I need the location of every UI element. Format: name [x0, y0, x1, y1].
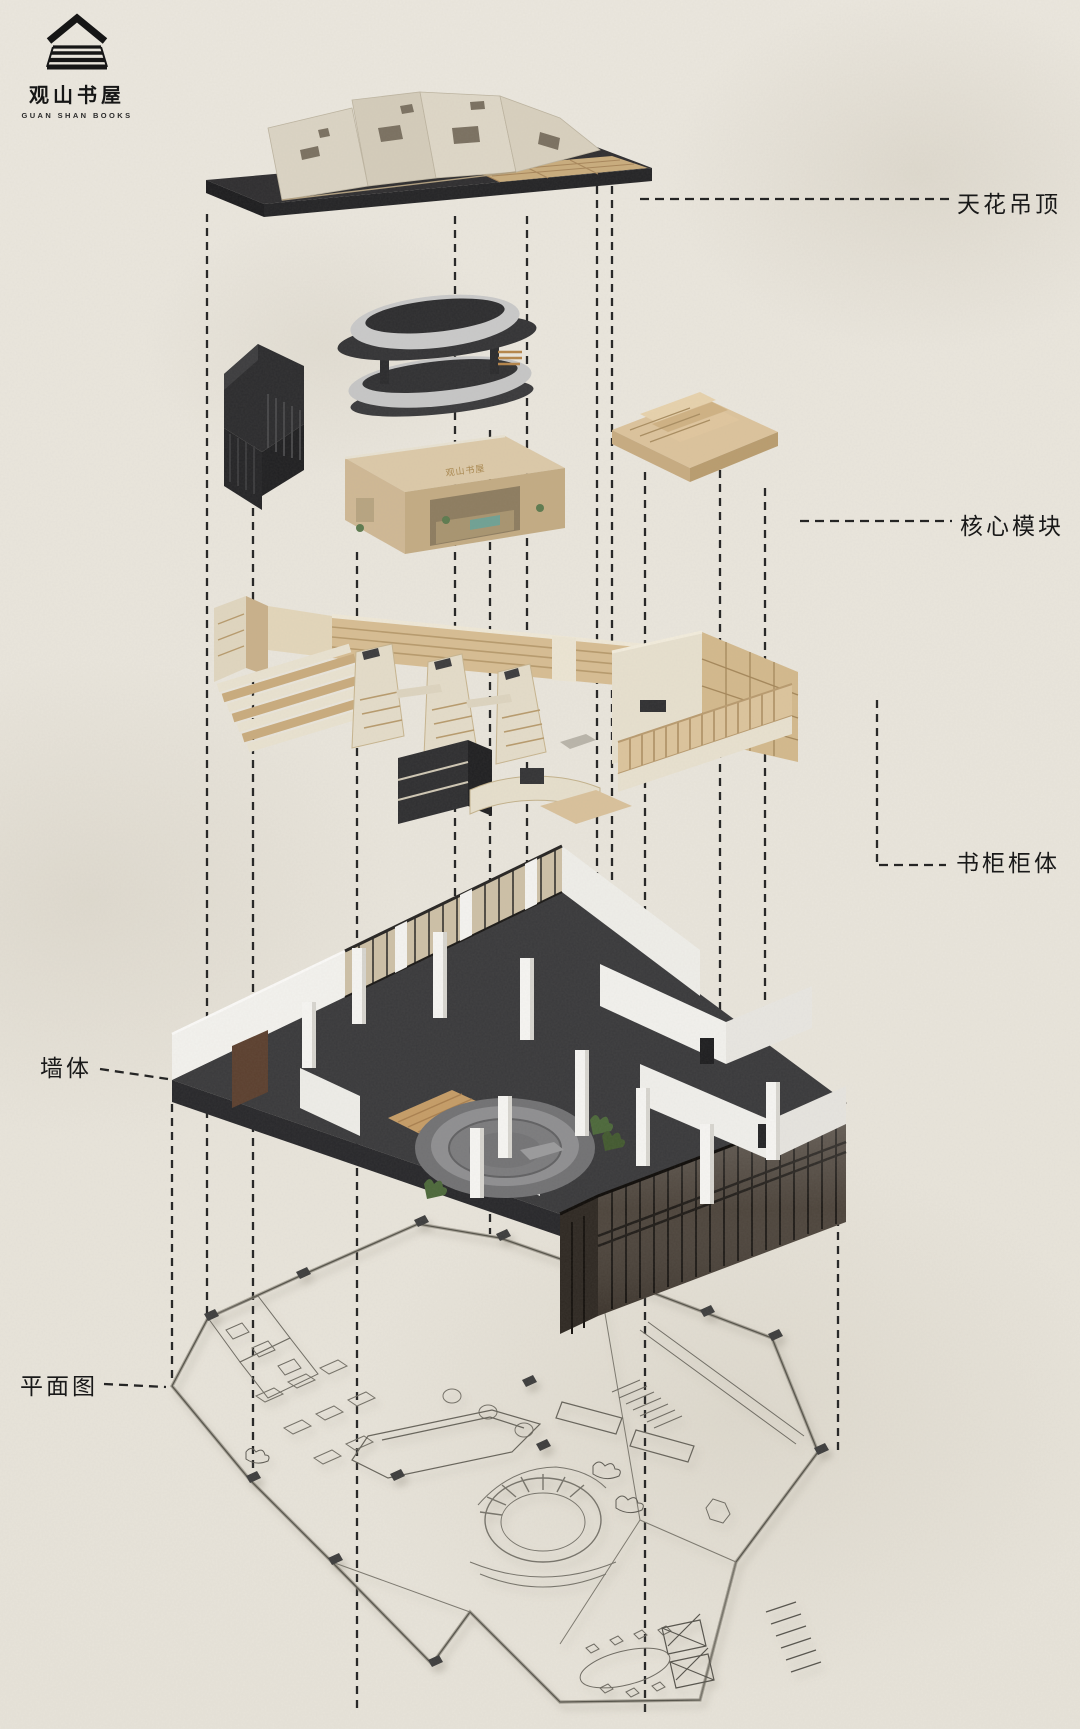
brand-name-cn: 观山书屋 — [29, 85, 125, 107]
brand-name-en: GUAN SHAN BOOKS — [21, 111, 133, 120]
stair-terrace — [612, 392, 778, 482]
label-ceiling: 天花吊顶 — [957, 192, 1061, 217]
shelf-left-panel — [214, 596, 268, 682]
brand-logo: 观山书屋 GUAN SHAN BOOKS — [18, 12, 136, 120]
layer-core-modules: 观山书屋 — [224, 294, 778, 554]
pavilion-volume — [224, 344, 304, 510]
layer-walls — [171, 844, 847, 1334]
plan-amphitheater — [469, 1466, 617, 1588]
label-wall: 墙体 — [40, 1056, 92, 1081]
label-floor-plan: 平面图 — [20, 1374, 98, 1399]
plan-columns — [204, 1215, 829, 1667]
oval-mezzanine — [337, 294, 537, 417]
plan-plants — [245, 1448, 644, 1514]
cafe-portal: 观山书屋 — [344, 434, 565, 554]
plan-tables — [254, 1359, 534, 1465]
label-core-module: 核心模块 — [960, 514, 1064, 539]
leader-wall — [99, 1067, 169, 1081]
layer-ceiling — [206, 91, 652, 217]
plan-elevators — [661, 1601, 822, 1689]
stacked-roof-books-icon — [46, 13, 108, 70]
plan-outline — [169, 1222, 820, 1704]
plan-right-gallery — [611, 1321, 805, 1524]
layer-bookshelves — [214, 596, 799, 824]
plan-counter — [351, 1401, 695, 1479]
plan-meeting-oval — [579, 1625, 672, 1698]
label-bookshelf: 书柜柜体 — [956, 851, 1060, 876]
leader-plan — [103, 1382, 167, 1389]
layer-floor-plan — [169, 1215, 829, 1704]
